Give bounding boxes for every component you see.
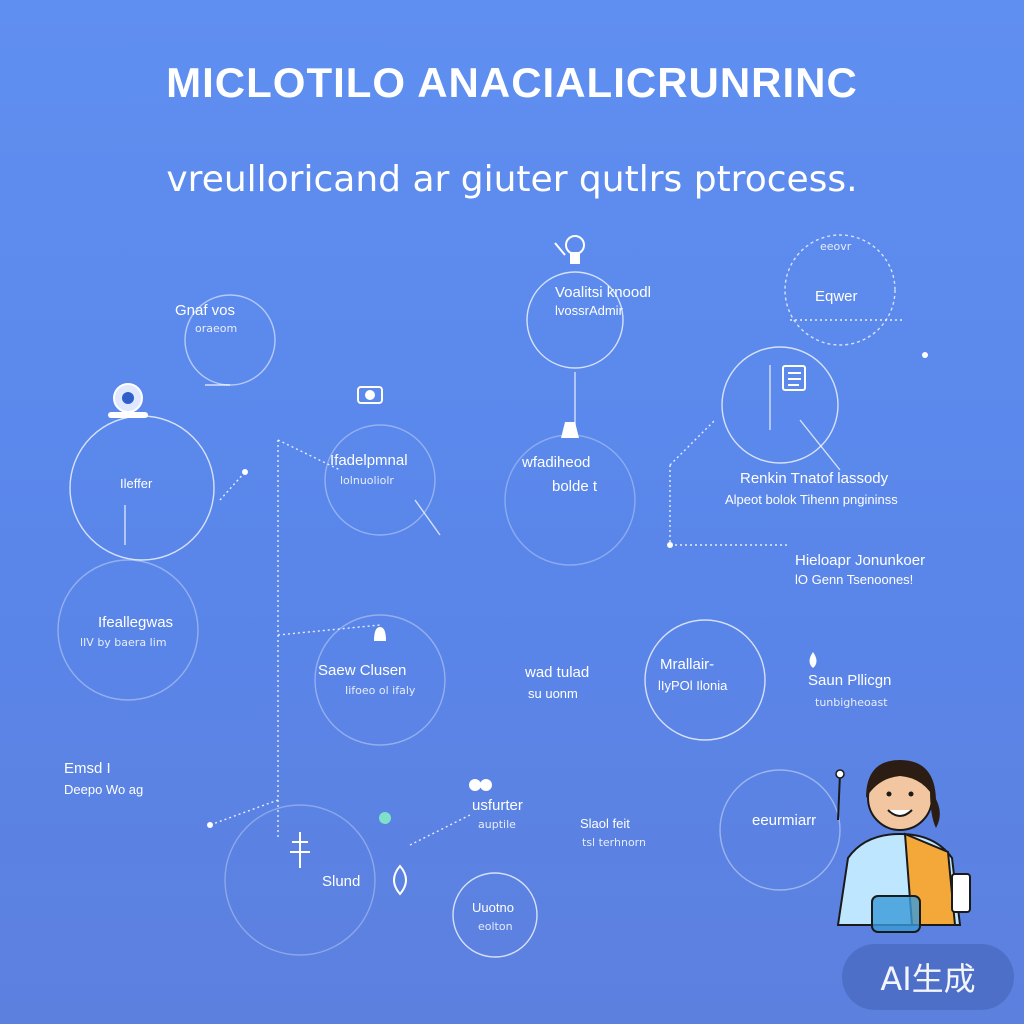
node-circle [719, 769, 841, 891]
connector-line [277, 439, 341, 471]
node-sublabel: su uonm [528, 686, 578, 701]
node-dot [922, 352, 928, 358]
node-label: Eqwer [815, 288, 858, 305]
node-label: Slund [322, 873, 361, 890]
book-icon [782, 365, 806, 391]
bell-icon [374, 627, 386, 641]
node-label: Ifeallegwas [98, 614, 174, 631]
node-label: Gnaf vos [175, 302, 236, 319]
node-label: Voalitsi knoodl [555, 284, 651, 301]
node-sublabel: bolde t [552, 478, 598, 495]
drop-icon [379, 812, 391, 824]
ai-generated-badge: AI生成 [842, 944, 1014, 1010]
node-label: usfurter [472, 797, 523, 814]
node-circle [784, 234, 896, 346]
node-dot [242, 469, 248, 475]
node-sublabel: tsl terhnorn [582, 836, 646, 849]
connector-line [414, 499, 441, 536]
node-sublabel: oraeom [195, 322, 238, 335]
node-sublabel: Alpeot bolok Tihenn pngininss [725, 492, 898, 507]
gear-icon [357, 386, 383, 404]
node-sublabel: lolnuoliolr [340, 474, 394, 487]
drop-icon [809, 652, 817, 668]
page-title: MICLOTILO ANACIALICRUNRINC [166, 59, 858, 106]
node-circle [57, 559, 199, 701]
connector-line [209, 799, 279, 826]
node-circle [324, 424, 436, 536]
node-label: wad tulad [525, 664, 590, 681]
page-subtitle: vreulloricand ar giuter qutlrs ptrocess. [166, 159, 858, 200]
flask-icon [290, 832, 310, 868]
node-circle [224, 804, 376, 956]
node-label: wfadiheod [522, 454, 591, 471]
connector-line [409, 814, 471, 846]
robot-icon [108, 383, 148, 418]
node-label: Hieloapr Jonunkoer [795, 552, 926, 569]
microscope-icon [554, 235, 585, 264]
drop-icon [469, 779, 492, 791]
node-dot [667, 542, 673, 548]
node-circle [526, 271, 624, 369]
node-sublabel: eeovr [820, 240, 852, 253]
node-label: Saew Clusen [318, 662, 407, 679]
node-label: Uuotno [472, 900, 514, 915]
node-sublabel: eolton [478, 920, 513, 933]
node-sublabel: tunbigheoast [815, 696, 888, 709]
node-label: Ileffer [120, 476, 153, 491]
node-circle [314, 614, 446, 746]
connector-line [219, 471, 246, 501]
node-circle [721, 346, 839, 464]
node-sublabel: lIV by baera Iim [80, 636, 167, 649]
node-sublabel: lO Genn Tsenoones! [795, 572, 914, 587]
node-sublabel: Iifoeo ol ifaly [345, 684, 416, 697]
node-label: Ifadelpmnal [330, 452, 408, 469]
node-circle [644, 619, 766, 741]
node-label: Mrallair- [660, 656, 715, 673]
node-sublabel: lIyPOl Ilonia [658, 678, 728, 693]
node-dot [207, 822, 213, 828]
node-circle [452, 872, 538, 958]
flask-icon [561, 422, 579, 438]
drop-icon [393, 864, 407, 896]
node-label: Slaol feit [580, 816, 630, 831]
person-icon [835, 760, 971, 933]
node-sublabel: Deepo Wo ag [64, 782, 144, 797]
connector-line [277, 624, 381, 636]
node-label: Renkin Tnatof lassody [740, 470, 889, 487]
node-sublabel: lvossrAdmir [555, 303, 623, 318]
connector-line [669, 419, 716, 466]
node-label: eeurmiarr [752, 812, 817, 829]
node-sublabel: auptile [478, 818, 516, 831]
connector-line [799, 419, 841, 471]
node-label: Emsd I [64, 760, 111, 777]
node-label: Saun Pllicgn [808, 672, 892, 689]
